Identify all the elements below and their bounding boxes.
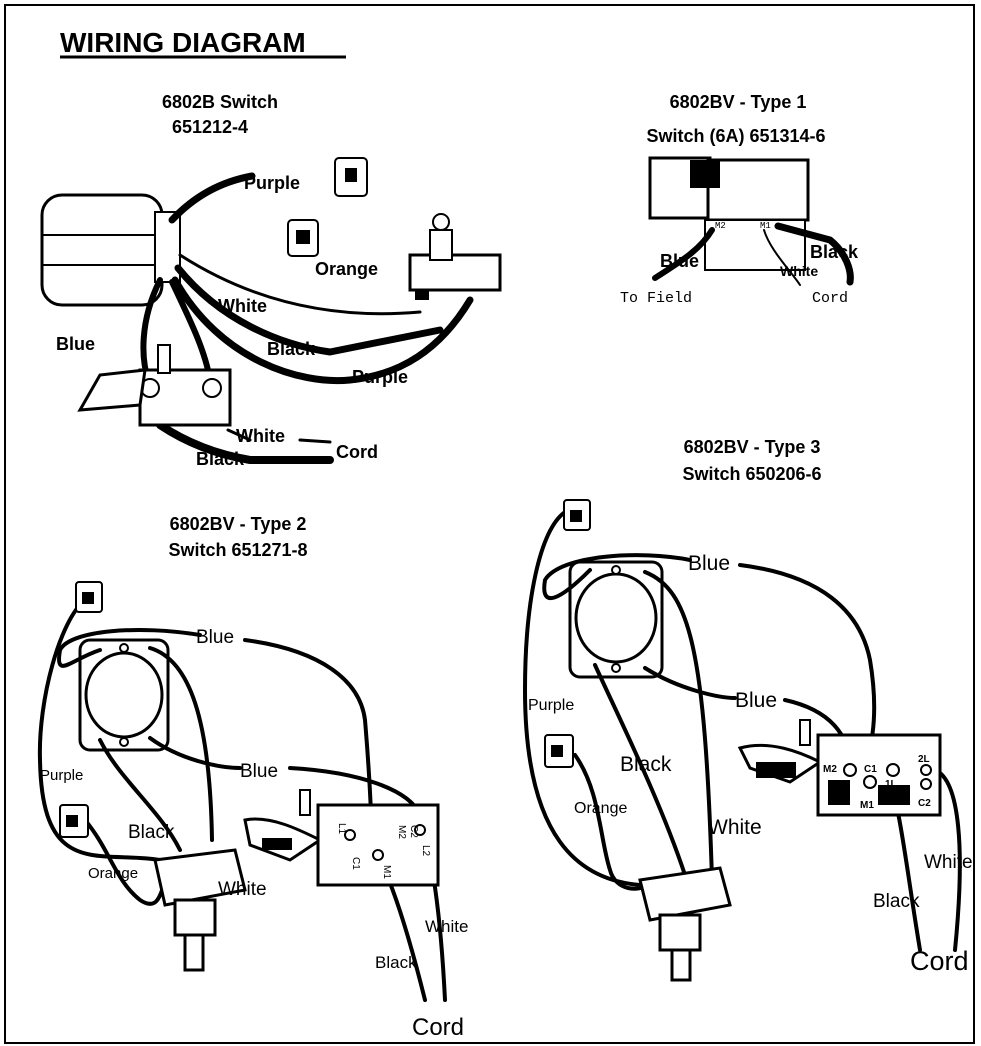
p2-label-blue: Blue	[660, 251, 699, 271]
p4-label-orange: Orange	[574, 800, 627, 817]
p3-label-white: White	[218, 879, 267, 900]
p2-term-m1: M1	[760, 221, 771, 231]
p1-label-blue: Blue	[56, 334, 95, 354]
p4-label-white-right: White	[924, 852, 973, 873]
p3-label-blue-mid: Blue	[240, 761, 278, 782]
p1-label-black-mid: Black	[267, 339, 316, 359]
panel-6802bv-type3: 6802BV - Type 3 Switch 650206-6	[523, 437, 973, 982]
p4-label-black: Black	[620, 753, 672, 776]
p3-term-m2: M2	[396, 825, 407, 839]
p3-orange-connector-icon	[59, 804, 89, 838]
p4-orange-connector-icon	[544, 734, 574, 768]
p1-label-white-mid: White	[218, 296, 267, 316]
p3-label-black-right: Black	[375, 953, 417, 972]
p3-main-switch-icon: L1 C1 M1 M2 C2 L2	[243, 789, 440, 887]
panel2-title-line2: Switch (6A) 651314-6	[646, 126, 825, 146]
p4-label-blue-top: Blue	[688, 552, 730, 575]
p4-term-c2: C2	[918, 798, 931, 809]
p3-term-l2: L2	[420, 845, 431, 857]
p4-term-m2: M2	[823, 764, 837, 775]
field-plate-icon	[78, 638, 170, 752]
p1-label-purple-bottom: Purple	[352, 367, 408, 387]
p4-term-2l: 2L	[918, 754, 930, 765]
p4-label-white: White	[708, 816, 762, 839]
p2-term-m2: M2	[715, 221, 726, 231]
panel3-title-line2: Switch 651271-8	[168, 540, 307, 560]
brush-holder-assembly	[408, 213, 502, 300]
p3-label-cord: Cord	[412, 1014, 464, 1041]
p3-label-black: Black	[128, 822, 175, 843]
panel4-title-line2: Switch 650206-6	[682, 464, 821, 484]
p3-term-c1: C1	[350, 857, 361, 870]
p2-label-black: Black	[810, 242, 859, 262]
panel3-title-line1: 6802BV - Type 2	[170, 514, 307, 534]
panel1-title-line2: 651212-4	[172, 117, 248, 137]
p2-label-to-field: To Field	[620, 290, 692, 307]
p3-label-white-right: White	[425, 917, 468, 936]
p1-label-white-bottom: White	[236, 426, 285, 446]
panel4-title-line1: 6802BV - Type 3	[684, 437, 821, 457]
p4-term-m1: M1	[860, 800, 874, 811]
p3-term-m1: M1	[381, 865, 392, 879]
panel1-title-line1: 6802B Switch	[162, 92, 278, 112]
p1-label-purple-top: Purple	[244, 173, 300, 193]
p4-label-blue-mid: Blue	[735, 689, 777, 712]
p4-speed-switch-icon	[638, 866, 732, 982]
panel-6802b-switch: 6802B Switch 651212-4	[40, 92, 502, 469]
p4-term-c1: C1	[864, 764, 877, 775]
p2-label-cord: Cord	[812, 290, 848, 307]
p1-label-cord: Cord	[336, 442, 378, 462]
p4-term-1l: 1L	[885, 779, 897, 790]
switch-type1-icon: M2 M1	[648, 156, 810, 271]
p4-label-purple: Purple	[528, 697, 574, 714]
p2-label-white: White	[780, 263, 818, 279]
p1-label-black-bottom: Black	[196, 449, 245, 469]
panel-6802bv-type1: 6802BV - Type 1 Switch (6A) 651314-6 M2 …	[620, 92, 859, 307]
p4-label-black-right: Black	[873, 891, 920, 912]
p3-label-purple: Purple	[40, 767, 83, 784]
p4-label-cord: Cord	[910, 946, 969, 976]
p3-term-l1: L1	[336, 823, 347, 835]
panel2-title-line1: 6802BV - Type 1	[670, 92, 807, 112]
p3-purple-connector-icon	[75, 581, 103, 613]
p1-label-orange: Orange	[315, 259, 378, 279]
panel-6802bv-type2: 6802BV - Type 2 Switch 651271-8	[37, 514, 468, 1041]
p4-purple-connector-icon	[563, 499, 591, 531]
p3-label-blue-top: Blue	[196, 627, 234, 648]
p4-field-plate-icon	[568, 560, 664, 679]
p3-term-c2: C2	[408, 825, 419, 838]
motor-field-assembly	[40, 193, 181, 307]
p3-label-orange: Orange	[88, 865, 138, 882]
p3-speed-switch-icon	[153, 848, 247, 972]
page-title: WIRING DIAGRAM	[60, 27, 306, 58]
p4-main-switch-icon: M2 C1 M1 1L 2L C2	[737, 719, 942, 817]
orange-connector-icon	[287, 219, 319, 257]
purple-connector-icon	[334, 157, 368, 197]
switch-6802b-icon	[77, 344, 232, 427]
